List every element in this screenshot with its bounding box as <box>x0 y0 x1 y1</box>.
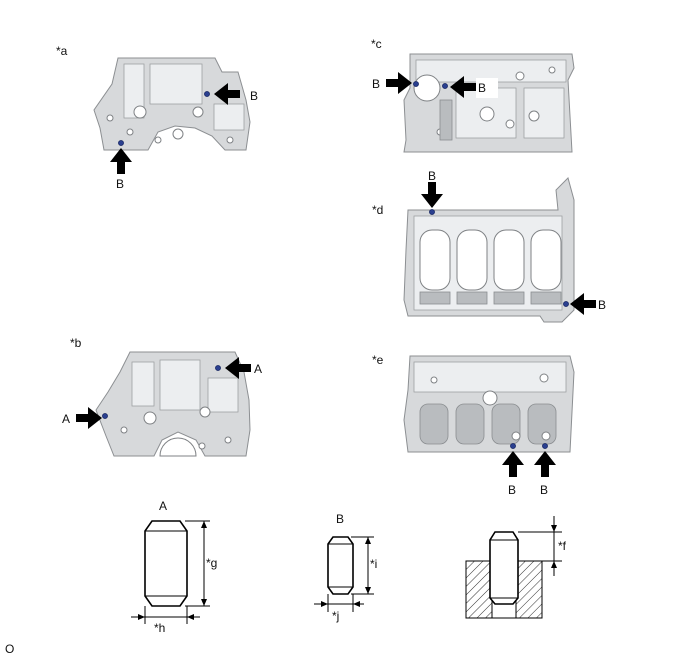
installed-pin-detail: *f <box>465 516 567 619</box>
knock-pin-b-location <box>563 301 569 307</box>
pin-b-height-label: *i <box>370 557 377 571</box>
knock-pin-b-shape <box>327 536 354 595</box>
view-b-label: *b <box>70 336 82 350</box>
knock-pin-b-location <box>429 209 435 215</box>
view-e: *e B B <box>372 353 575 497</box>
knock-pin-b-detail: B *i *j <box>314 512 377 623</box>
knock-pin-b-location <box>542 443 548 449</box>
view-b: *b A A <box>62 336 262 457</box>
callout-a: A <box>62 412 70 426</box>
knock-pin-a-location <box>102 413 108 419</box>
view-c-label: *c <box>371 37 382 51</box>
arrow-icon <box>421 182 443 208</box>
arrow-icon <box>534 451 556 477</box>
knock-pin-a-location <box>215 365 221 371</box>
corner-label: O <box>5 642 14 656</box>
pin-a-title: A <box>159 499 167 513</box>
callout-b: B <box>250 89 258 103</box>
callout-b: B <box>478 81 486 95</box>
pin-b-width-label: *j <box>332 609 339 623</box>
view-e-label: *e <box>372 353 384 367</box>
view-a-label: *a <box>56 44 68 58</box>
arrow-icon <box>502 451 524 477</box>
installed-pin-shape <box>489 531 519 605</box>
cylinder-block-side-view-c <box>403 53 575 153</box>
protrusion-height-label: *f <box>558 539 567 553</box>
callout-b: B <box>540 483 548 497</box>
cylinder-block-top-view-d <box>403 177 575 323</box>
cylinder-block-rear-view-b <box>95 351 251 457</box>
knock-pin-a-shape <box>144 520 188 607</box>
knock-pin-b-location <box>510 443 516 449</box>
knock-pin-a-detail: A *g *h <box>131 499 217 635</box>
callout-b-background <box>476 78 498 98</box>
knock-pin-b-location <box>442 83 448 89</box>
knock-pin-b-location <box>118 140 124 146</box>
view-d-label: *d <box>372 203 383 217</box>
pin-b-title: B <box>336 512 344 526</box>
cylinder-block-front-view-a <box>93 57 251 151</box>
view-c: *c B B <box>371 37 575 153</box>
pin-a-height-label: *g <box>206 556 217 570</box>
arrow-icon <box>110 148 132 174</box>
knock-pin-b-location <box>413 81 419 87</box>
callout-b: B <box>598 298 606 312</box>
pin-a-width-label: *h <box>154 621 165 635</box>
callout-b: B <box>428 169 436 183</box>
cylinder-block-bottom-view-e <box>403 355 575 453</box>
view-a: *a B B <box>56 44 258 191</box>
callout-b: B <box>372 77 380 91</box>
callout-b: B <box>116 177 124 191</box>
callout-b: B <box>508 483 516 497</box>
knock-pin-b-location <box>204 91 210 97</box>
view-d: *d B B <box>372 169 606 323</box>
callout-a: A <box>254 362 262 376</box>
